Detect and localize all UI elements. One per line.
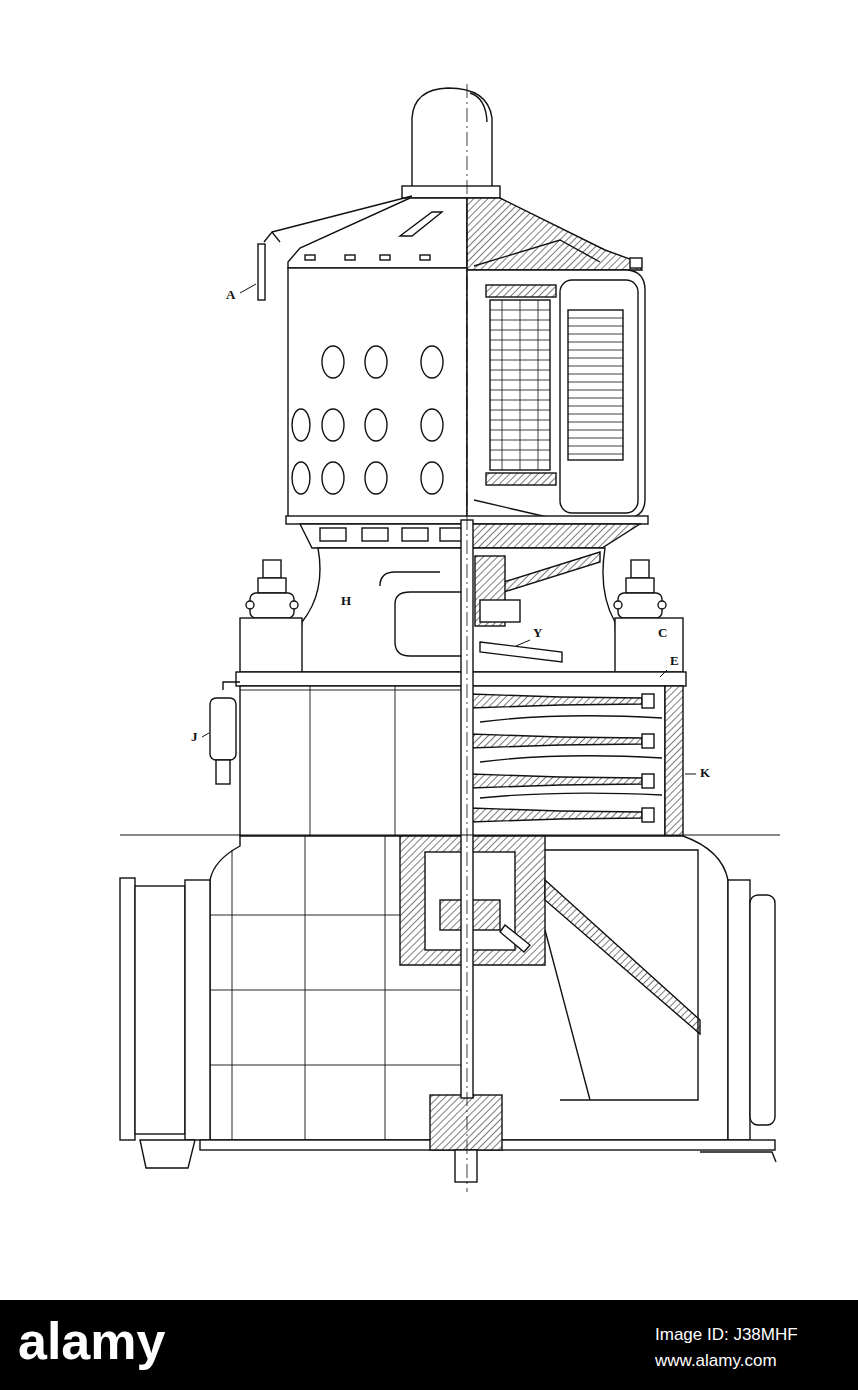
floor-line (120, 834, 780, 835)
center-line (467, 84, 468, 1192)
part-letter: E (670, 654, 679, 668)
watermark-url: www.alamy.com (655, 1352, 777, 1371)
exhaust-hood (402, 88, 500, 198)
part-letter: H (341, 594, 351, 608)
watermark-logo: alamy (18, 1313, 165, 1370)
leader-lines (202, 284, 696, 774)
valve (240, 560, 302, 672)
part-letter: A (226, 288, 235, 302)
generator-cover (288, 198, 642, 270)
bearing-support (296, 548, 618, 672)
steam-separator (210, 682, 240, 784)
generator-housing (288, 268, 467, 518)
watermark-bar (0, 1300, 858, 1390)
valve (614, 560, 683, 672)
part-letter: Y (533, 626, 542, 640)
part-letter: K (700, 766, 710, 780)
part-letter: C (658, 626, 667, 640)
watermark-id: Image ID: J38MHF (655, 1326, 798, 1345)
part-letter: J (191, 730, 198, 744)
turbine-outline (120, 88, 776, 1182)
exhaust-base (120, 520, 776, 1182)
generator-section (467, 240, 645, 520)
